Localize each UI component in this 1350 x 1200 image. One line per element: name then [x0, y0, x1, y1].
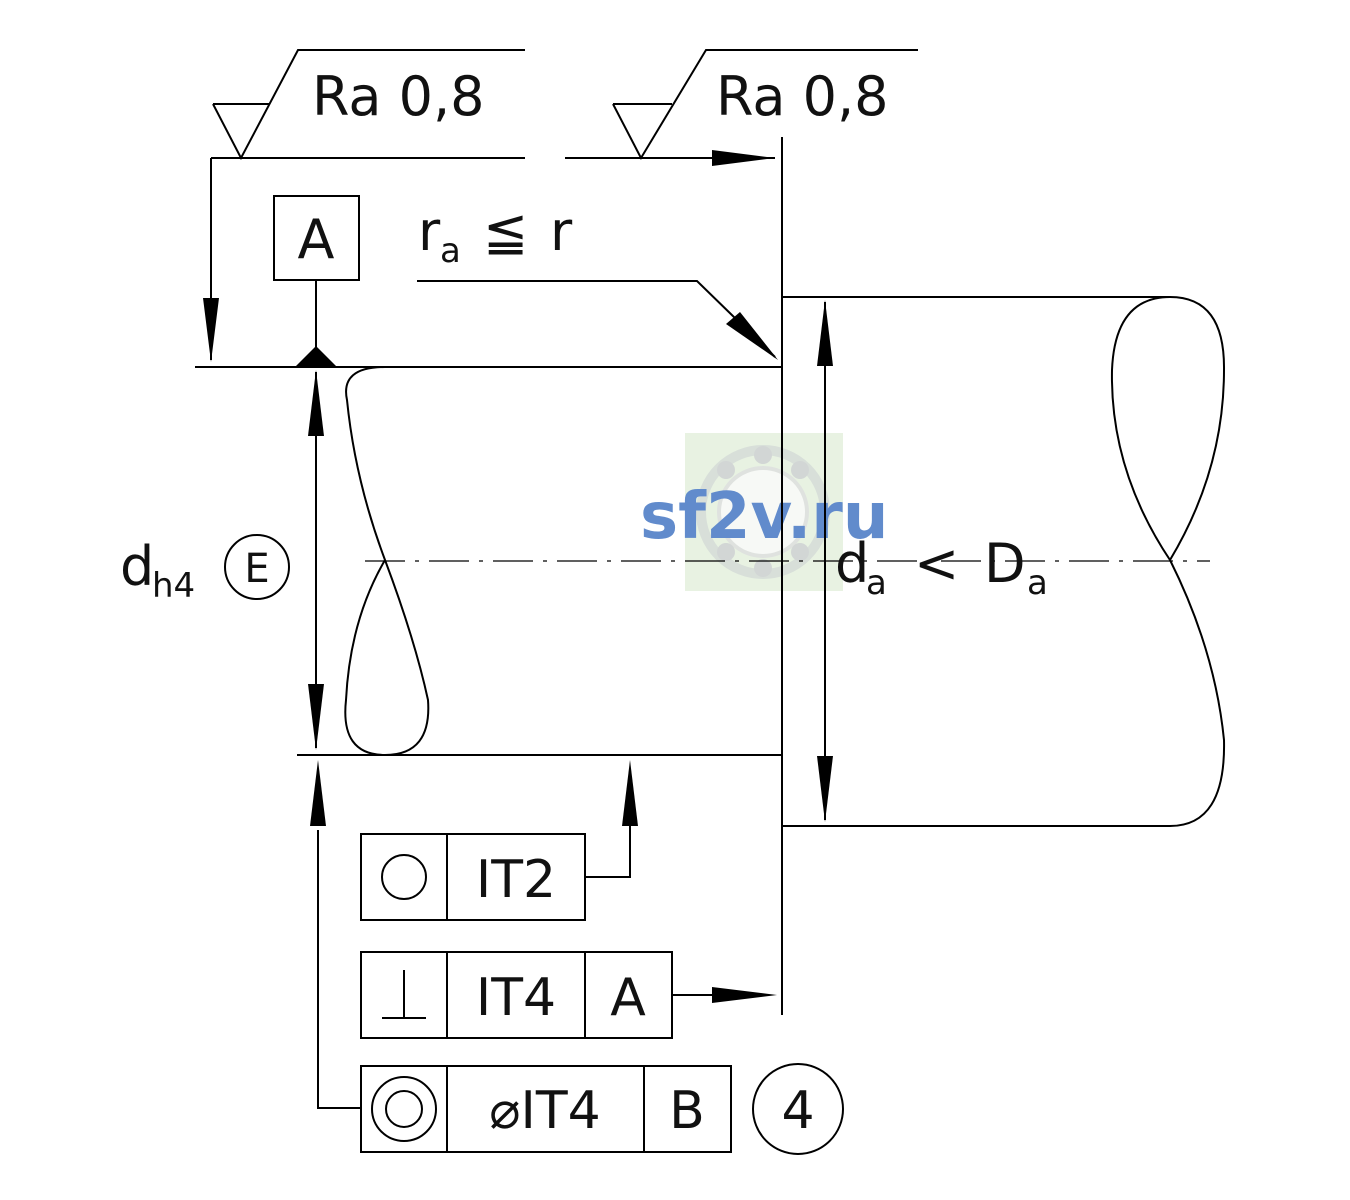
datum-a-label: A [298, 208, 335, 271]
fillet-r: r [418, 200, 441, 263]
fillet-leader [417, 280, 776, 358]
roundness-tol: IT2 [476, 850, 556, 910]
housing-d-sub: a [866, 563, 887, 603]
roundness-arrow [622, 760, 638, 826]
coaxiality-tol: ⌀IT4 [489, 1081, 601, 1141]
envelope-circle [224, 534, 290, 600]
coaxiality-note: 4 [781, 1081, 814, 1141]
surface-finish-label-1: Ra 0,8 [312, 65, 484, 128]
fillet-r-sub: a [440, 231, 461, 271]
shoulder-break-top [1110, 296, 1226, 562]
shaft [195, 366, 782, 757]
housing-D-sub: a [1027, 563, 1048, 603]
envelope-label: E [244, 546, 269, 592]
surface-finish-label-2: Ra 0,8 [716, 65, 888, 128]
datum-triangle [296, 346, 336, 366]
surface-finish-right: Ra 0,8 [612, 49, 918, 161]
shaft-d-sub: h4 [152, 566, 195, 606]
shaft-diameter-dim: d h4 E [120, 370, 324, 750]
shoulder-diameter-dim: d a < D a [817, 300, 1048, 822]
surface-finish-left: Ra 0,8 [212, 49, 525, 161]
perpendicularity-icon [382, 970, 426, 1019]
datum-a-symbol: A [273, 195, 360, 366]
roundness-leader [585, 800, 631, 878]
shoulder-body [782, 296, 1226, 827]
coaxiality-datum: B [669, 1081, 705, 1141]
finish-arrow-down [203, 298, 219, 362]
roundness-icon [381, 854, 427, 900]
shoulder-break-bottom [1169, 559, 1226, 827]
finish-arrow-right [712, 150, 775, 166]
fillet-rhs: r [550, 200, 573, 263]
perpendicularity-frame: IT4 A [360, 951, 777, 1039]
perpendicularity-datum: A [610, 968, 646, 1028]
fillet-op: ≦ [483, 200, 528, 263]
coaxiality-arrow [310, 760, 326, 826]
perpendicularity-arrow [712, 987, 777, 1003]
housing-D: D [984, 532, 1026, 595]
perpendicularity-tol: IT4 [476, 968, 556, 1028]
fillet-arrow [726, 312, 778, 360]
watermark: sf2v.ru [640, 433, 888, 591]
housing-d: d [835, 532, 869, 595]
coaxiality-note-circle [752, 1063, 844, 1155]
coaxiality-frame: ⌀IT4 B 4 [310, 760, 844, 1155]
coaxiality-icon [371, 1076, 437, 1142]
fillet-note: r a ≦ r [417, 200, 778, 360]
shaft-break-line [344, 366, 430, 757]
watermark-text: sf2v.ru [640, 480, 888, 554]
shaft-d: d [120, 535, 154, 598]
coaxiality-leader [317, 830, 361, 1109]
housing-op: < [914, 532, 959, 595]
roundness-frame: IT2 [360, 760, 638, 921]
